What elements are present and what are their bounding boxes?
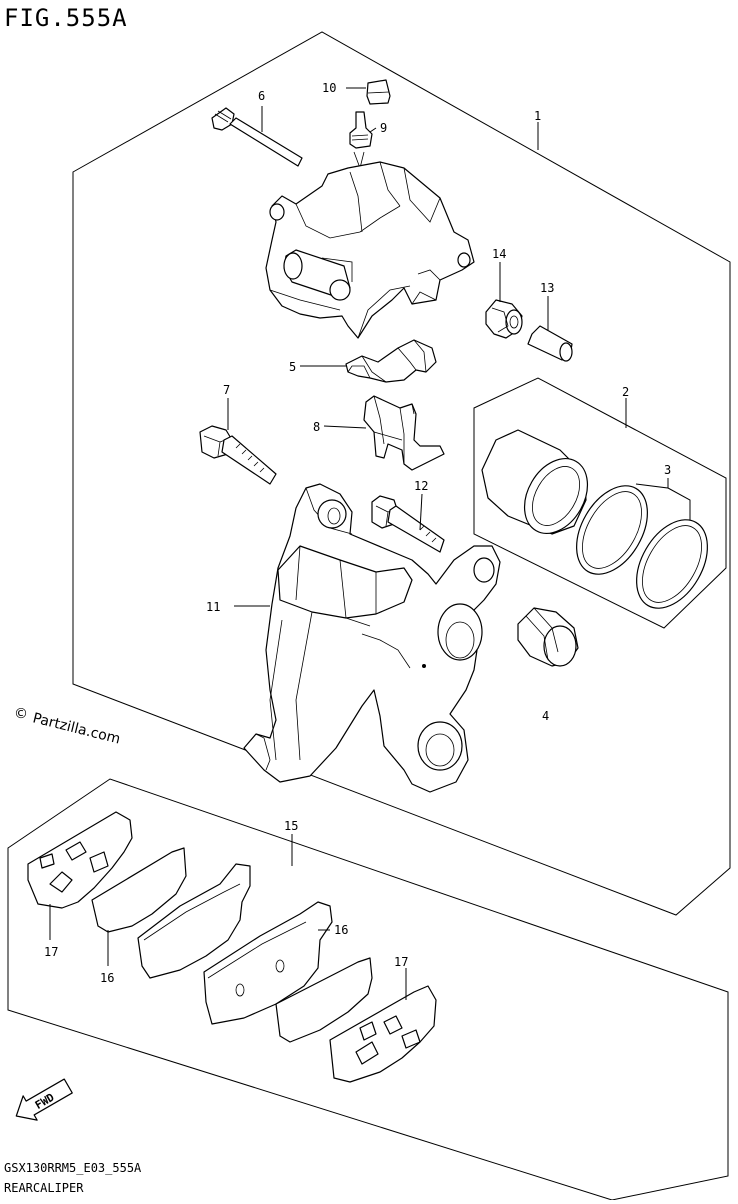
callout-5: 5 <box>289 360 296 374</box>
callout-10: 10 <box>322 81 336 95</box>
callout-11: 11 <box>206 600 220 614</box>
pad-shim-right-inner <box>275 957 373 1043</box>
brake-pad-left <box>137 863 251 979</box>
figure-code: GSX130RRM5_E03_555A <box>4 1161 142 1175</box>
piston-seals <box>576 485 708 609</box>
caliper-assembly-frame <box>72 31 731 916</box>
pad-pin <box>211 107 303 167</box>
mounting-bolt <box>199 425 277 485</box>
caliper-body <box>265 161 475 339</box>
bleeder-cap <box>366 79 391 105</box>
figure-title: FIG.555A <box>4 4 128 32</box>
watermark: © Partzilla.com <box>14 706 122 748</box>
bracket-boot <box>517 607 579 667</box>
callout-16-left: 16 <box>100 971 114 985</box>
figure-caption: REARCALIPER <box>4 1181 84 1195</box>
pad-shim-right-outer <box>329 985 437 1083</box>
callout-8: 8 <box>313 420 320 434</box>
callout-12: 12 <box>414 479 428 493</box>
callout-3: 3 <box>664 463 671 477</box>
callout-7: 7 <box>223 383 230 397</box>
pad-retainer <box>363 395 445 471</box>
bracket-mark <box>422 664 426 668</box>
callout-6: 6 <box>258 89 265 103</box>
pad-spring <box>345 339 437 383</box>
callout-13: 13 <box>540 281 554 295</box>
piston-kit-frame <box>473 377 727 629</box>
pad-shim-left-inner <box>91 847 187 933</box>
pad-shim-left-outer <box>27 811 133 909</box>
bleeder-valve <box>349 111 373 170</box>
callout-2: 2 <box>622 385 629 399</box>
leader-lines <box>49 87 691 1000</box>
callout-1: 1 <box>534 109 541 123</box>
callout-16-right: 16 <box>334 923 348 937</box>
callout-4: 4 <box>542 709 549 723</box>
pin-boot <box>485 299 523 339</box>
bracket-bolt <box>371 495 445 553</box>
callout-17-left: 17 <box>44 945 58 959</box>
pad-set-frame <box>7 778 729 1201</box>
slide-pin <box>527 325 573 362</box>
piston <box>481 429 589 535</box>
caliper-bracket <box>243 483 501 793</box>
callout-14: 14 <box>492 247 506 261</box>
watermark-text: Partzilla.com <box>31 710 122 747</box>
callout-15: 15 <box>284 819 298 833</box>
callout-17-right: 17 <box>394 955 408 969</box>
callout-9: 9 <box>380 121 387 135</box>
fwd-arrow-icon: FWD <box>15 1078 73 1121</box>
copyright-icon: © <box>14 706 28 722</box>
brake-pad-right <box>203 901 333 1025</box>
